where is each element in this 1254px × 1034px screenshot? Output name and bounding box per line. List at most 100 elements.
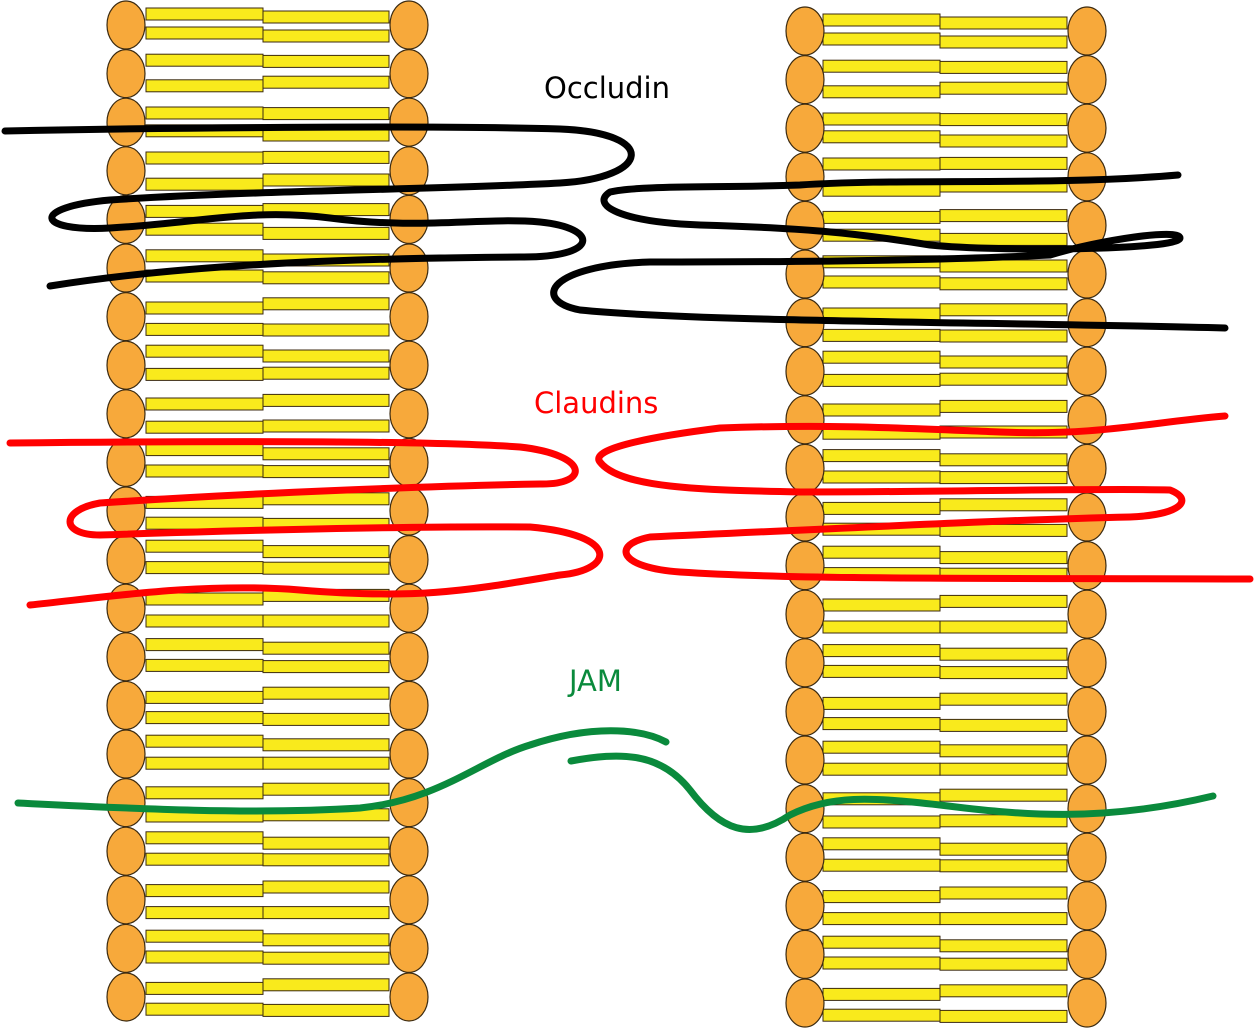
lipid-tail [262, 297, 390, 311]
lipid-tail [145, 831, 264, 845]
lipid-tail [262, 173, 390, 187]
lipid-tail [145, 786, 264, 800]
lipid-tail [939, 156, 1068, 170]
lipid-tail [939, 957, 1068, 971]
phospholipid-head [106, 146, 146, 196]
lipid-tail [822, 403, 941, 417]
lipid-tail [262, 107, 390, 121]
lipid-tail [262, 1003, 390, 1017]
phospholipid-head [106, 777, 146, 828]
lipid-tail [939, 303, 1068, 317]
phospholipid-head [1067, 735, 1107, 785]
lipid-tail [822, 210, 941, 224]
lipid-tail [145, 177, 264, 191]
lipid-tail [145, 301, 264, 315]
lipid-tail [145, 981, 264, 995]
phospholipid-head [785, 589, 825, 639]
phospholipid-head [106, 437, 146, 487]
phospholipid-head [1067, 783, 1107, 834]
lipid-tail [262, 880, 390, 894]
lipid-tails [822, 13, 1068, 1023]
phospholipid-head [106, 0, 146, 50]
lipid-tail [262, 323, 390, 337]
lipid-tail [822, 890, 941, 904]
lipid-tail [145, 443, 264, 457]
phospholipid-head [106, 486, 146, 536]
lipid-tail [939, 1009, 1068, 1023]
phospholipid-head [1067, 103, 1107, 153]
lipid-tail [145, 344, 264, 358]
phospholipid-head [389, 389, 429, 439]
lipid-tail [822, 85, 941, 99]
lipid-tail [939, 329, 1068, 343]
phospholipid-head [785, 249, 825, 299]
lipid-tail [145, 638, 264, 652]
phospholipid-head [785, 881, 825, 931]
phospholipid-head [389, 0, 429, 50]
claudins-strand-left [6, 438, 604, 609]
phospholipid-head [106, 97, 146, 147]
claudins-protein [6, 412, 1254, 609]
phospholipid-head [785, 978, 825, 1028]
lipid-tail [822, 987, 941, 1001]
lipid-tail [262, 271, 390, 285]
lipid-tail [939, 498, 1068, 512]
phospholipid-head [389, 97, 429, 147]
lipid-tail [822, 328, 941, 342]
lipid-tail [939, 209, 1068, 223]
lipid-tail [262, 712, 390, 726]
occludin-protein [1, 123, 1229, 332]
phospholipid-head [389, 923, 429, 974]
lipid-tail [939, 939, 1068, 953]
lipid-tail [939, 35, 1068, 49]
lipid-tail [822, 470, 941, 484]
lipid-tail [262, 366, 390, 380]
phospholipid-head [785, 54, 825, 105]
lipid-tail [939, 399, 1068, 413]
phospholipid-head [389, 243, 429, 293]
phospholipid-head [106, 729, 146, 779]
lipid-tail [822, 815, 941, 829]
lipid-tail [145, 79, 264, 93]
lipid-tail [262, 419, 390, 433]
lipid-tail [822, 858, 941, 872]
occludin-strand-right [550, 171, 1229, 332]
lipid-tail [822, 717, 941, 731]
phospholipid-head [106, 923, 146, 974]
lipid-tail [145, 1002, 264, 1016]
jam-strand-right [567, 752, 1217, 833]
lipid-tail [939, 453, 1068, 467]
lipid-tail [145, 711, 264, 725]
phospholipid-head [106, 972, 146, 1022]
lipid-tail [262, 561, 390, 575]
lipid-tail [822, 837, 941, 851]
lipid-tail [262, 29, 390, 43]
lipid-tail [822, 59, 941, 73]
lipid-tail [145, 614, 264, 628]
lipid-tail [145, 561, 264, 575]
lipid-tail [822, 350, 941, 364]
lipid-tail [262, 756, 390, 770]
lipid-tail [939, 886, 1068, 900]
lipid-tail [939, 692, 1068, 706]
lipid-tail [145, 106, 264, 120]
lipid-tail [939, 81, 1068, 95]
phospholipid-head [106, 680, 146, 731]
lipid-tail [822, 32, 941, 46]
lipid-tail [939, 113, 1068, 127]
lipid-tail [145, 397, 264, 411]
lipid-tail [145, 367, 264, 381]
phospholipid-head [1067, 443, 1107, 493]
phospholipid-head [1067, 6, 1107, 56]
lipid-tail [145, 464, 264, 478]
lipid-tail [262, 951, 390, 965]
phospholipid-head [389, 826, 429, 876]
phospholipid-head [1067, 249, 1107, 299]
lipid-tail [145, 420, 264, 434]
lipid-tail [822, 664, 941, 678]
lipid-tail [822, 935, 941, 949]
lipid-tail [145, 852, 264, 866]
phospholipid-head [389, 729, 429, 779]
lipid-tail [939, 551, 1068, 565]
